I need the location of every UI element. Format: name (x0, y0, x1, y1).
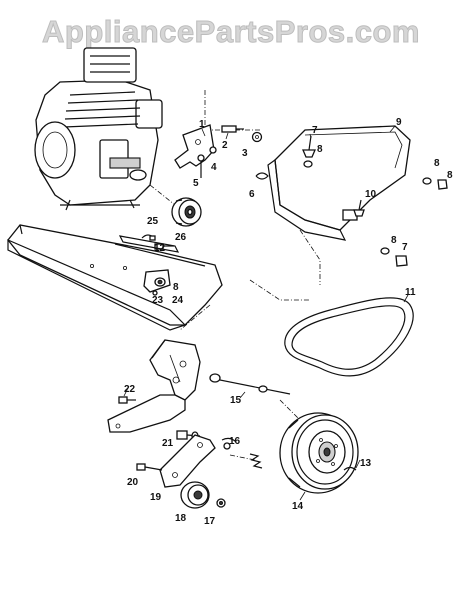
callout-7-lower: 7 (402, 242, 408, 253)
callout-11: 11 (405, 287, 416, 298)
callout-8-deck: 8 (173, 282, 179, 293)
nut-part-8c (437, 179, 448, 190)
callout-19: 19 (150, 492, 162, 503)
screw-part-7a (302, 135, 316, 158)
callout-16: 16 (229, 436, 241, 447)
callout-9: 9 (396, 117, 402, 128)
callout-14: 14 (292, 501, 304, 512)
bolt-part-22 (118, 396, 136, 404)
v-belt-part-11 (284, 297, 414, 377)
callout-13: 13 (360, 458, 372, 469)
nut-part-16 (221, 437, 237, 450)
washer-part-4 (209, 146, 217, 154)
screw-part-5 (197, 154, 205, 178)
callout-23: 23 (152, 295, 164, 306)
callout-22: 22 (124, 384, 136, 395)
washer-part-8e (152, 290, 158, 296)
engine-pulley-part-26 (171, 197, 202, 227)
shaft-part-15 (209, 373, 291, 395)
callout-labels: 1 2 3 4 5 6 7 8 9 8 8 10 8 7 11 12 25 26… (124, 117, 453, 527)
callout-12: 12 (154, 243, 166, 254)
watermark-logo: AppliancePartsPros.com (42, 14, 420, 50)
callout-17: 17 (204, 516, 216, 527)
callout-24: 24 (172, 295, 184, 306)
callout-2: 2 (222, 140, 228, 151)
washer-part-8d (380, 247, 390, 255)
callout-10: 10 (365, 189, 377, 200)
callout-20: 20 (127, 477, 139, 488)
nut-part-24 (154, 277, 166, 287)
callout-3: 3 (242, 148, 248, 159)
callout-15: 15 (230, 395, 242, 406)
callout-8-top: 8 (317, 144, 323, 155)
callout-21: 21 (162, 438, 174, 449)
idler-pulley-part-18 (180, 481, 210, 509)
callout-8-right: 8 (434, 158, 440, 169)
engine-mounting-plate (7, 224, 223, 331)
callout-18: 18 (175, 513, 187, 524)
nut-part-3 (251, 131, 263, 143)
washer-part-8a (303, 160, 313, 168)
engine-cooling-fins (63, 91, 141, 128)
callout-5: 5 (193, 178, 199, 189)
callout-leaders (123, 125, 409, 501)
callout-4: 4 (211, 162, 217, 173)
key-part-25 (141, 234, 156, 241)
nut-part-7b (395, 255, 408, 267)
callout-8-lower: 8 (391, 235, 397, 246)
belt-guard-part-9 (267, 125, 411, 241)
callout-25: 25 (147, 216, 159, 227)
bolt-part-2 (221, 125, 244, 133)
tine-pulley-part-14 (279, 412, 359, 494)
clip-part-6 (255, 172, 269, 180)
callout-1: 1 (199, 119, 205, 130)
callout-6: 6 (249, 189, 255, 200)
screw-part-10 (353, 199, 365, 217)
idler-arm-part-19 (159, 434, 216, 488)
spring-part-16b (249, 453, 263, 469)
bracket-part-1 (174, 124, 215, 169)
bolt-part-20 (136, 463, 163, 471)
callout-7-top: 7 (312, 125, 318, 136)
washer-part-8b (422, 177, 432, 185)
set-screw-part-13 (343, 466, 357, 471)
engine (34, 47, 163, 211)
nut-part-17 (216, 498, 226, 508)
callout-26: 26 (175, 232, 187, 243)
callout-7-right: 8 (447, 170, 453, 181)
tine-bracket-frame (107, 339, 201, 433)
